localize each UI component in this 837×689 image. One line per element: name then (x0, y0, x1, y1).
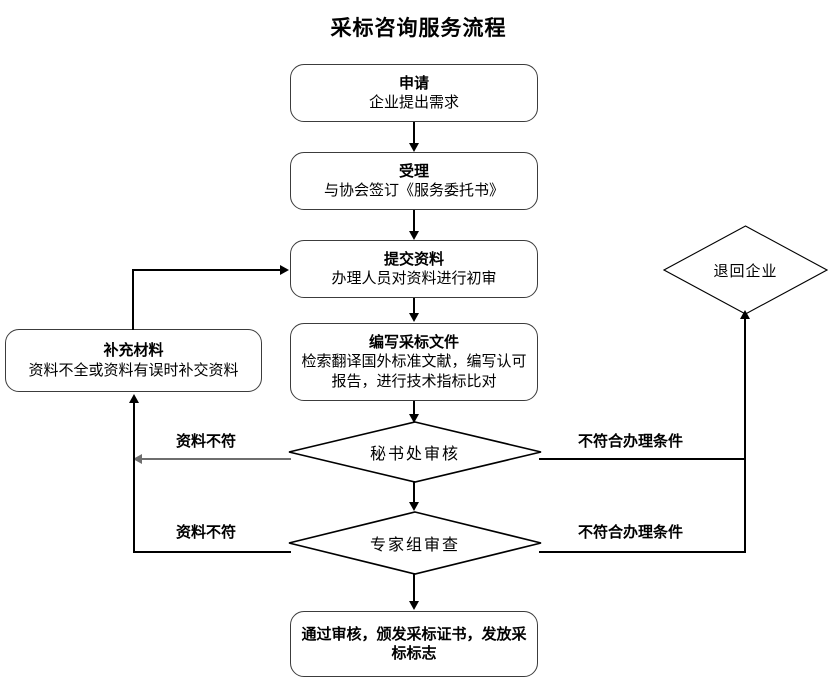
connector-accept-to-submit (413, 210, 415, 232)
edge-label-secretariat-reject-left: 资料不符 (176, 432, 237, 450)
decision-secretariat-review-label: 秘书处审核 (369, 444, 460, 463)
arrowhead-supplement-bottom (129, 394, 139, 403)
connector-expert-reject-up (133, 400, 135, 552)
edge-label-expert-reject-left: 资料不符 (176, 523, 237, 541)
connector-right-riser-to-return (744, 318, 746, 552)
node-accept: 受理 与协会签订《服务委托书》 (290, 152, 538, 210)
arrowhead-return-enterprise (740, 310, 750, 319)
connector-submit-to-compose (413, 298, 415, 314)
edge-label-secretariat-reject-right: 不符合办理条件 (578, 432, 684, 450)
edge-label-expert-reject-right: 不符合办理条件 (578, 523, 684, 541)
arrowhead-compose (409, 313, 419, 322)
node-approved-body: 通过审核，颁发采标证书，发放采标标志 (301, 624, 527, 662)
decision-expert-review: 专家组审查 (288, 511, 542, 575)
arrowhead-submit-left (280, 265, 289, 275)
node-apply-body: 企业提出需求 (368, 93, 459, 111)
decision-return-enterprise-label: 退回企业 (713, 261, 778, 280)
arrowhead-secretariat (409, 414, 419, 423)
connector-supplement-to-submit (132, 269, 281, 271)
connector-secretariat-reject-left (133, 458, 291, 460)
node-supplement-materials: 补充材料 资料不全或资料有误时补交资料 (5, 329, 262, 392)
arrowhead-secretariat-reject-left (133, 454, 142, 464)
node-supplement-materials-body: 资料不全或资料有误时补交资料 (28, 360, 239, 379)
node-compose-document: 编写采标文件 检索翻译国外标准文献，编写认可报告，进行技术指标比对 (290, 323, 538, 401)
connector-secretariat-to-expert (413, 481, 415, 503)
arrowhead-accept (409, 143, 419, 152)
connector-expert-reject-left (133, 551, 291, 553)
node-submit-materials: 提交资料 办理人员对资料进行初审 (290, 240, 538, 298)
connector-compose-to-secretariat (413, 401, 415, 415)
node-accept-body: 与协会签订《服务委托书》 (323, 181, 504, 199)
arrowhead-submit (409, 231, 419, 240)
node-supplement-materials-heading: 补充材料 (103, 341, 164, 360)
node-submit-materials-heading: 提交资料 (383, 249, 444, 268)
connector-expert-reject-right (539, 551, 746, 553)
arrowhead-expert (409, 502, 419, 511)
node-apply-heading: 申请 (398, 73, 429, 92)
node-compose-document-body: 检索翻译国外标准文献，编写认可报告，进行技术指标比对 (301, 352, 527, 390)
connector-expert-to-approved (413, 573, 415, 602)
connector-supplement-up (132, 269, 134, 330)
connector-apply-to-accept (413, 122, 415, 144)
node-submit-materials-body: 办理人员对资料进行初审 (331, 269, 497, 287)
node-apply: 申请 企业提出需求 (290, 64, 538, 122)
decision-secretariat-review: 秘书处审核 (288, 421, 542, 483)
decision-return-enterprise: 退回企业 (663, 225, 828, 315)
page-title: 采标咨询服务流程 (330, 16, 507, 40)
node-accept-heading: 受理 (398, 161, 429, 180)
connector-secretariat-reject-right (539, 458, 746, 460)
node-compose-document-heading: 编写采标文件 (368, 333, 459, 352)
arrowhead-approved (409, 601, 419, 610)
decision-expert-review-label: 专家组审查 (369, 535, 460, 554)
node-approved: 通过审核，颁发采标证书，发放采标标志 (290, 611, 538, 677)
